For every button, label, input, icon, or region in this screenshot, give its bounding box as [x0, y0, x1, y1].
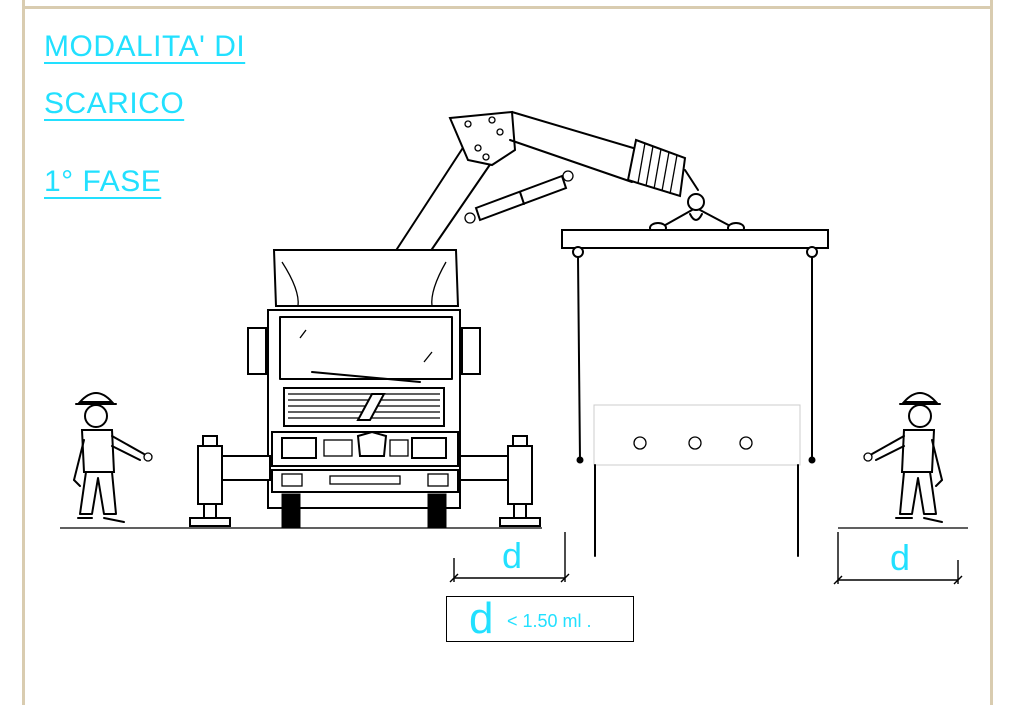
- dimension-left: d: [449, 532, 570, 583]
- frame-right-border: [990, 0, 993, 705]
- dimension-right: d: [833, 532, 963, 585]
- title-line-1: MODALITA' DI: [44, 30, 246, 63]
- formula-condition: < 1.50 ml .: [507, 611, 592, 631]
- crane-arm: [394, 110, 699, 253]
- suspended-load: [561, 229, 829, 557]
- worker-right-figure: [863, 392, 943, 523]
- title-line-2: SCARICO: [44, 87, 185, 120]
- dimension-left-label: d: [502, 535, 522, 576]
- worker-left-figure: [73, 392, 153, 523]
- title-line-3: 1° FASE: [44, 165, 162, 198]
- dimension-right-label: d: [890, 537, 910, 578]
- frame-left-border: [22, 0, 25, 705]
- formula-symbol: d: [469, 594, 494, 643]
- frame-top-border: [22, 6, 993, 9]
- truck: [189, 249, 541, 529]
- distance-formula-box: d < 1.50 ml .: [446, 596, 634, 642]
- lifting-hook: [649, 193, 745, 234]
